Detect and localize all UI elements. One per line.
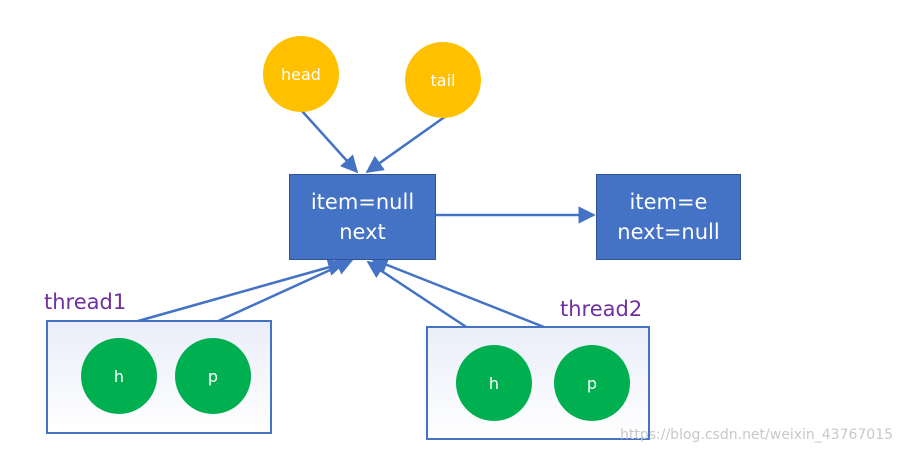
list-node-1: item=null next: [289, 174, 436, 260]
node2-item-text: item=e: [629, 190, 708, 214]
thread2-p-variable: p: [554, 345, 630, 421]
thread1-p-variable: p: [175, 338, 251, 414]
arrow-tail-to-node1: [365, 114, 447, 174]
node1-item-text: item=null: [310, 190, 415, 214]
thread1-p-label: p: [207, 366, 219, 386]
thread2-h-variable: h: [456, 345, 532, 421]
thread2-label: thread2: [560, 297, 643, 321]
arrow-thread1-p-to-node1: [213, 258, 354, 325]
thread2-p-label: p: [586, 373, 598, 393]
thread1-h-variable: h: [81, 338, 157, 414]
thread1-label: thread1: [44, 290, 127, 314]
tail-pointer-label: tail: [430, 70, 456, 90]
thread2-h-label: h: [488, 373, 500, 393]
arrow-head-to-node1: [301, 110, 359, 174]
head-pointer-label: head: [281, 64, 321, 84]
arrow-thread1-h-to-node1: [130, 258, 346, 325]
watermark-text: https://blog.csdn.net/weixin_43767015: [620, 427, 894, 443]
tail-pointer: tail: [405, 42, 481, 118]
node1-next-text: next: [339, 220, 386, 244]
thread1-h-label: h: [113, 366, 125, 386]
list-node-2: item=e next=null: [596, 174, 741, 260]
head-pointer: head: [263, 36, 339, 112]
node2-next-text: next=null: [617, 220, 720, 244]
